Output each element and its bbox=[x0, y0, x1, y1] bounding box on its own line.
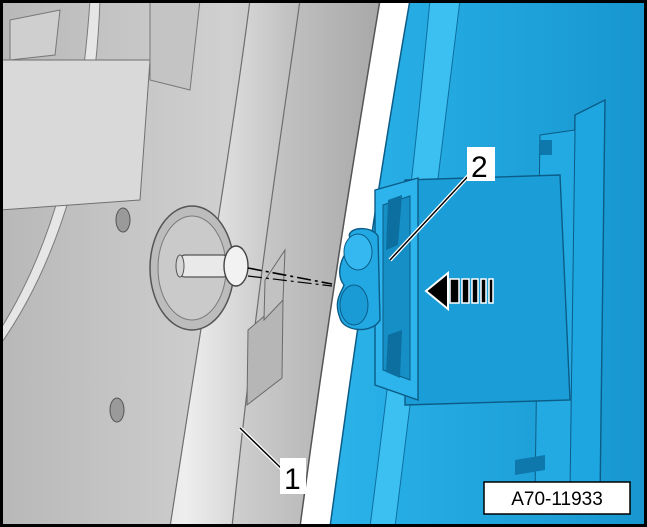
callout-2-label: 2 bbox=[471, 151, 488, 184]
arrow-right-icon bbox=[424, 270, 494, 312]
clip-knob bbox=[336, 228, 381, 331]
pin bbox=[175, 245, 249, 287]
callout-1: 1 bbox=[238, 426, 306, 496]
grey-trim-panel bbox=[0, 0, 381, 527]
callout-1-label: 1 bbox=[284, 463, 301, 496]
reference-code: A70-11933 bbox=[511, 489, 603, 510]
callout-2: 2 bbox=[388, 147, 495, 262]
blue-panel bbox=[329, 0, 647, 527]
reference-code-box: A70-11933 bbox=[483, 481, 631, 515]
insertion-line bbox=[247, 267, 333, 287]
